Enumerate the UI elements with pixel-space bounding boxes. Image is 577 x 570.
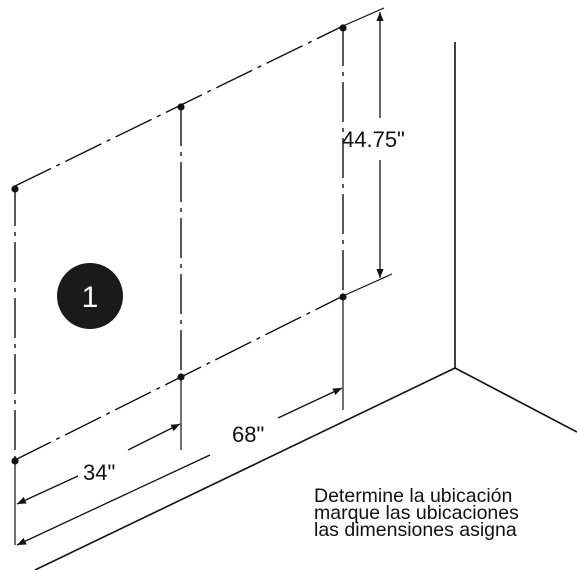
instruction-line: marque las ubicaciones [314, 502, 519, 524]
bottom-height-extension [342, 273, 393, 297]
short-dim-left [16, 475, 79, 505]
long-dim-left [16, 454, 211, 546]
instruction-line: Determine la ubicación [314, 488, 513, 507]
step-number: 1 [82, 281, 99, 314]
floor-front-edge [34, 367, 456, 570]
step-badge-circle [57, 263, 123, 329]
mounting-points [11, 24, 347, 465]
height-dimension-label: 44.75" [342, 127, 405, 152]
mount-point [11, 185, 19, 193]
long-spacing-label: 68" [232, 422, 264, 447]
instruction-text: Determine la ubicación marque las ubicac… [314, 488, 577, 570]
top-height-extension [342, 7, 385, 27]
short-dim-right [127, 423, 181, 451]
mount-point [339, 24, 347, 32]
mount-point [177, 373, 185, 381]
mount-point [11, 457, 19, 465]
short-spacing-label: 34" [83, 460, 115, 485]
instruction-line: las dimensiones asigna [314, 519, 517, 541]
long-dim-right [277, 387, 343, 419]
layout-lines [14, 25, 344, 461]
extension-lines [14, 7, 393, 545]
wall-corner [34, 42, 577, 570]
mount-point [339, 293, 347, 301]
floor-right-edge [454, 367, 577, 433]
mount-point [177, 103, 185, 111]
step-badge: 1 [57, 263, 123, 329]
dimension-lines [16, 12, 384, 546]
